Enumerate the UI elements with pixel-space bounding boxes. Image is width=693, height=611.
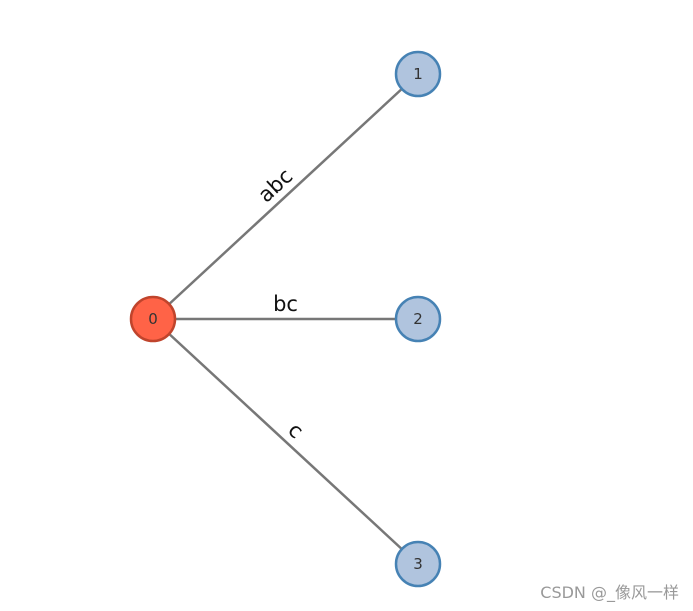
node-circle-0 — [129, 295, 177, 343]
node-0: 0 — [129, 295, 177, 343]
node-2: 2 — [394, 295, 442, 343]
edge-0-1 — [152, 73, 419, 320]
nodes-layer: 0 1 2 3 — [129, 50, 442, 588]
edge-label-0-2: bc — [273, 292, 298, 316]
edge-labels-layer: abc bc c — [253, 164, 308, 443]
node-1: 1 — [394, 50, 442, 98]
node-label-3: 3 — [413, 555, 423, 573]
edges-layer — [152, 73, 419, 565]
node-label-1: 1 — [413, 65, 423, 83]
node-circle-2 — [394, 295, 442, 343]
edge-label-0-3: c — [283, 418, 308, 443]
watermark: CSDN @_像风一样 — [540, 583, 679, 602]
node-3: 3 — [394, 540, 442, 588]
edge-0-3 — [152, 318, 419, 565]
node-label-0: 0 — [148, 310, 158, 328]
node-circle-3 — [394, 540, 442, 588]
edge-label-0-1: abc — [253, 164, 297, 207]
node-circle-1 — [394, 50, 442, 98]
node-label-2: 2 — [413, 310, 423, 328]
